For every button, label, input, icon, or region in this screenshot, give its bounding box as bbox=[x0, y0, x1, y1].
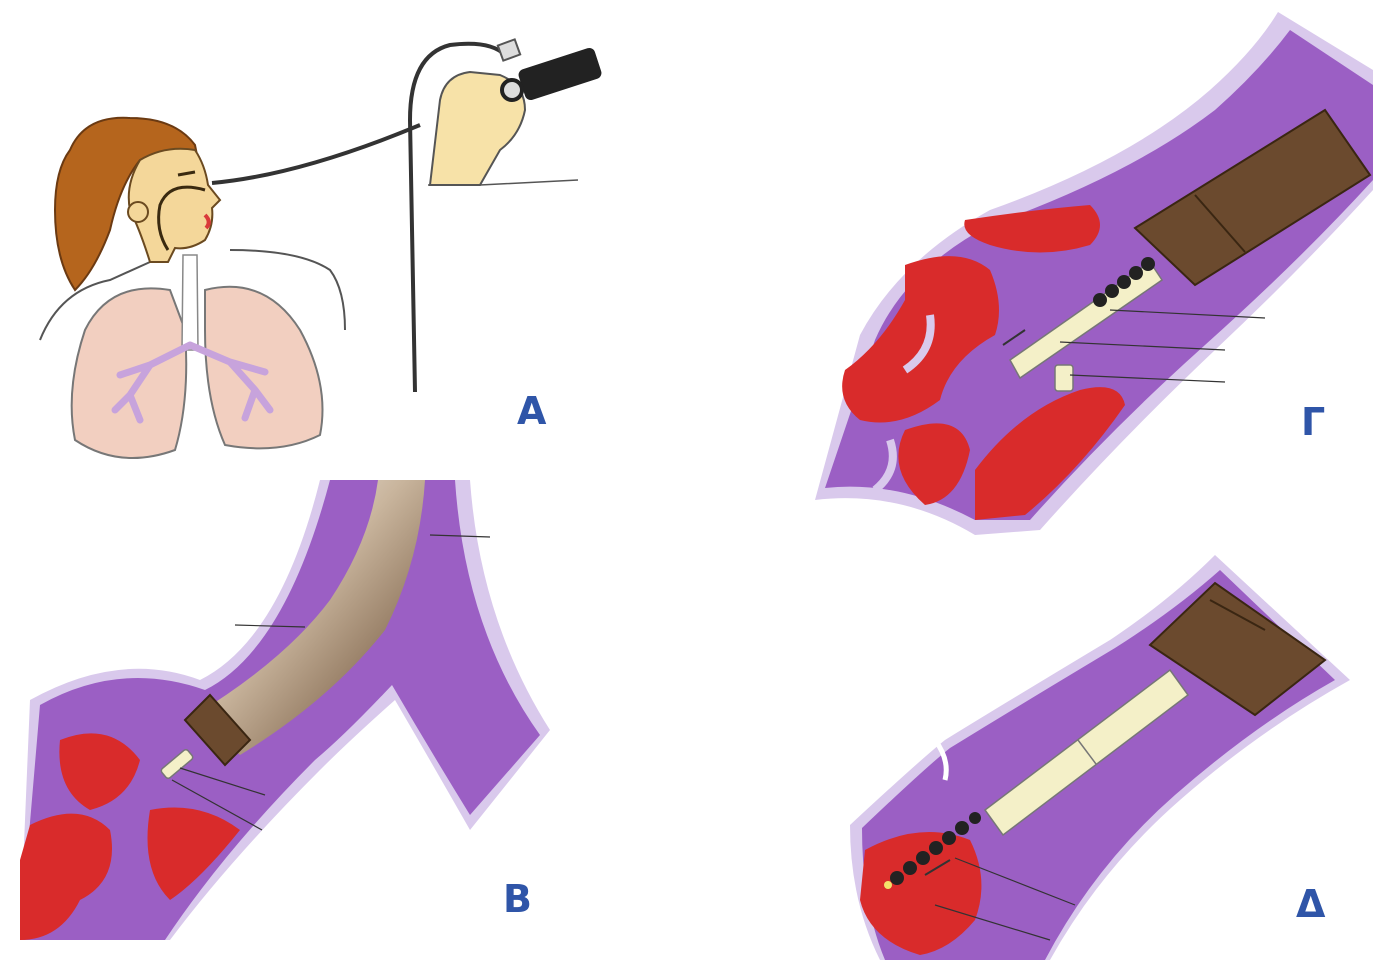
panel-label-a: A bbox=[517, 392, 546, 430]
brush-bead bbox=[969, 812, 981, 824]
brush-bead bbox=[929, 841, 943, 855]
panel-b-illustration bbox=[20, 480, 550, 940]
brush-bead bbox=[903, 861, 917, 875]
brush-bead bbox=[1117, 275, 1131, 289]
eyepiece-connector bbox=[498, 39, 520, 60]
brush-bead bbox=[1141, 257, 1155, 271]
brush-bead bbox=[890, 871, 904, 885]
panel-g-illustration bbox=[815, 12, 1373, 535]
patient-ear bbox=[128, 202, 148, 222]
brush-bead bbox=[1129, 266, 1143, 280]
trachea bbox=[182, 255, 198, 350]
specimen-plug bbox=[1055, 365, 1073, 391]
bronchoscope-cable bbox=[212, 125, 420, 183]
brush-tip bbox=[884, 881, 892, 889]
panel-label-g: Γ bbox=[1301, 403, 1325, 441]
panel-d-illustration bbox=[850, 555, 1350, 960]
brush-bead bbox=[916, 851, 930, 865]
eyepiece-dial-icon bbox=[502, 80, 522, 100]
brush-bead bbox=[1093, 293, 1107, 307]
right-lung bbox=[205, 287, 323, 449]
brush-bead bbox=[1105, 284, 1119, 298]
bronchoscope-eyepiece bbox=[517, 46, 603, 101]
brush-bead bbox=[942, 831, 956, 845]
brush-bead bbox=[955, 821, 969, 835]
panel-label-b: B bbox=[503, 880, 532, 918]
panel-label-d: Δ bbox=[1296, 885, 1325, 923]
